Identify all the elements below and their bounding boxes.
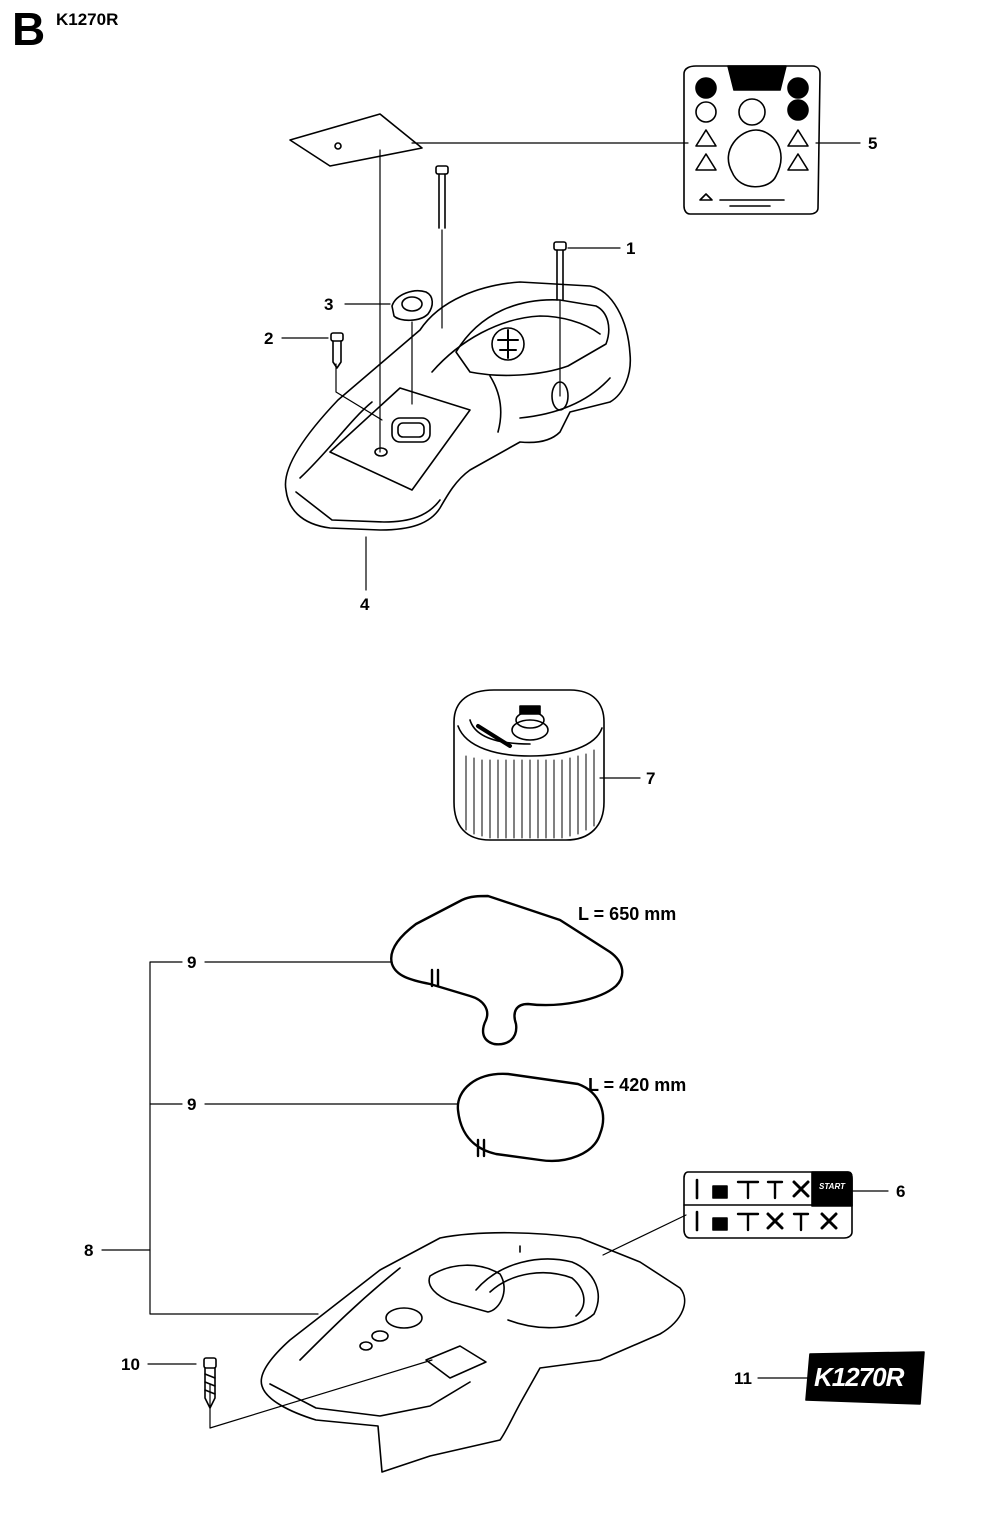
warning-decal [683,65,821,215]
screws [203,165,567,1409]
callout-1: 1 [626,239,636,258]
rubber-plug [391,290,434,322]
seal-small [456,1072,605,1163]
model-title: K1270R [56,10,119,29]
callout-11: 11 [734,1369,752,1388]
filter-housing [260,1231,686,1473]
dimension-large-seal: L = 650 mm [578,904,677,924]
dimension-small-seal: L = 420 mm [588,1075,687,1095]
callout-7: 7 [646,769,656,788]
seal-large [390,894,624,1046]
callout-3: 3 [324,295,334,314]
top-cover [284,281,632,531]
badge-text: K1270R [814,1362,904,1392]
callout-9-small-seal: 9 [187,1095,197,1114]
callout-8: 8 [84,1241,94,1260]
leader-lines [101,142,889,1429]
section-letter: B [12,3,46,55]
callout-9-large-seal: 9 [187,953,197,972]
model-badge [805,1351,925,1405]
callout-10: 10 [121,1355,140,1374]
air-filter [453,689,605,841]
start-decal [683,1171,853,1239]
cover-plate [289,113,423,167]
callout-5: 5 [868,134,878,153]
callout-2: 2 [264,329,274,348]
callout-4: 4 [360,595,370,614]
start-label: START [819,1182,845,1191]
callout-6: 6 [896,1182,906,1201]
